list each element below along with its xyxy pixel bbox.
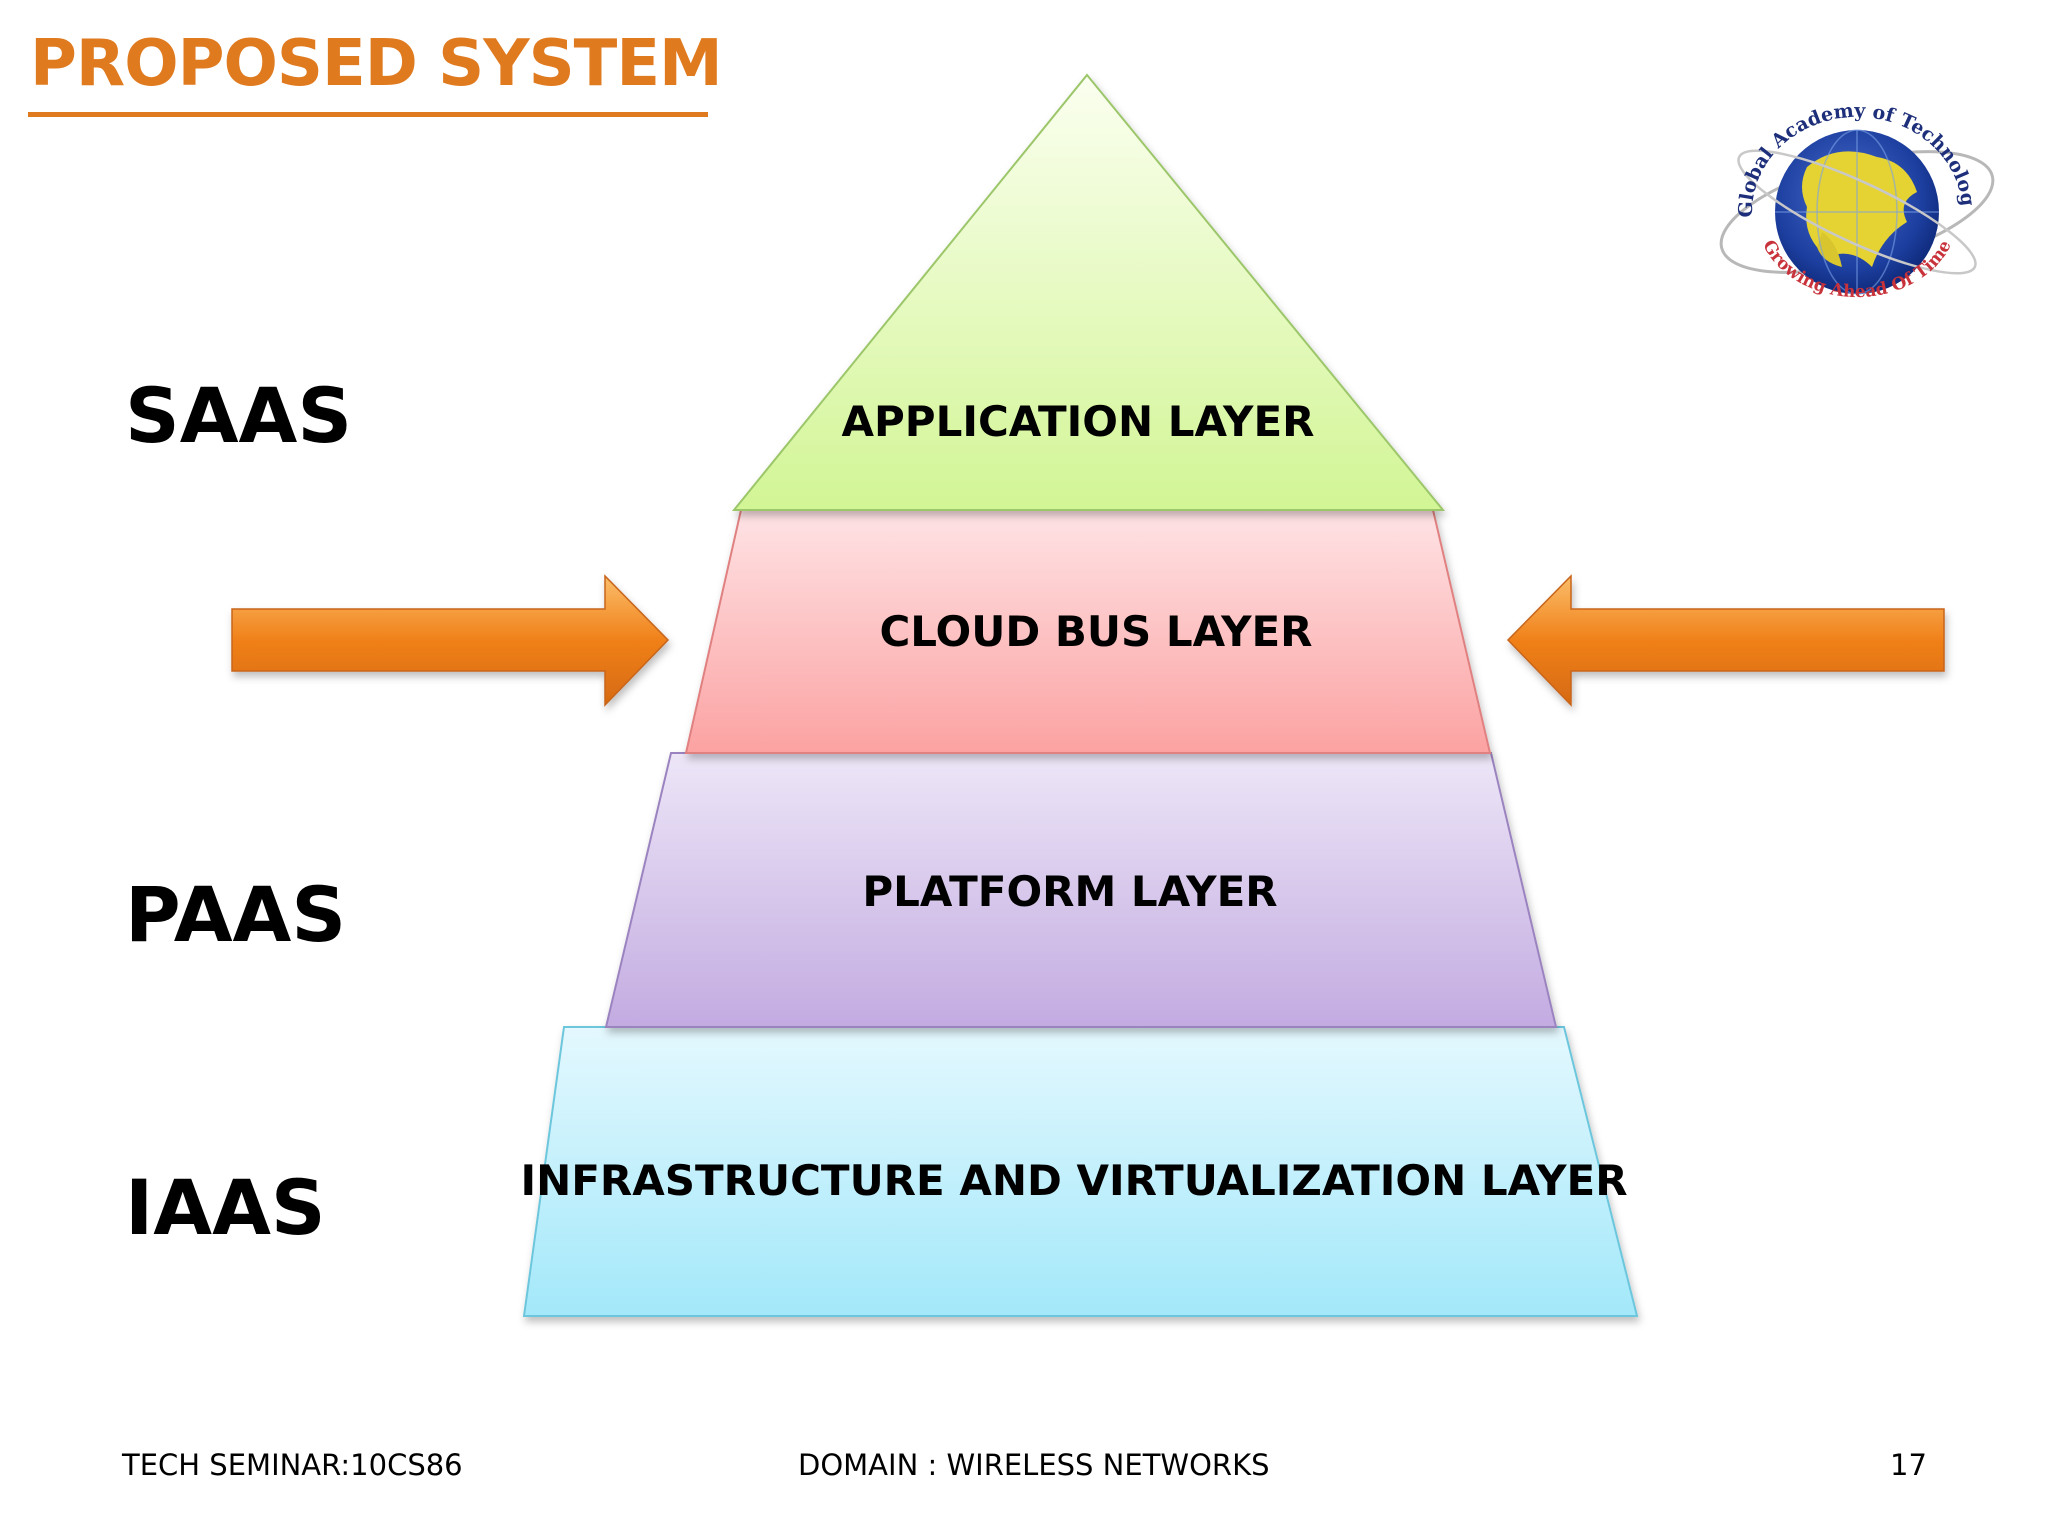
right-arrow-shape: [231, 574, 670, 707]
platform-layer-label: PLATFORM LAYER: [862, 867, 1277, 916]
cloud-bus-layer-label: CLOUD BUS LAYER: [879, 607, 1312, 656]
footer-domain: DOMAIN : WIRELESS NETWORKS: [798, 1448, 1270, 1482]
application-layer-label: APPLICATION LAYER: [842, 397, 1315, 446]
slide-title: PROPOSED SYSTEM: [30, 27, 723, 101]
label-paas: PAAS: [125, 870, 347, 959]
footer-course: TECH SEMINAR:10CS86: [122, 1448, 463, 1482]
application-layer-shape: [731, 73, 1446, 511]
label-iaas: IAAS: [125, 1163, 326, 1252]
label-saas: SAAS: [125, 371, 353, 460]
academy-logo-icon: Global Academy of Technology Growing Ahe…: [1712, 82, 1995, 302]
left-arrow-shape: [1506, 574, 1945, 707]
infrastructure-layer-label: INFRASTRUCTURE AND VIRTUALIZATION LAYER: [520, 1156, 1627, 1205]
footer-page-number: 17: [1890, 1448, 1927, 1482]
title-underline: [28, 112, 708, 117]
